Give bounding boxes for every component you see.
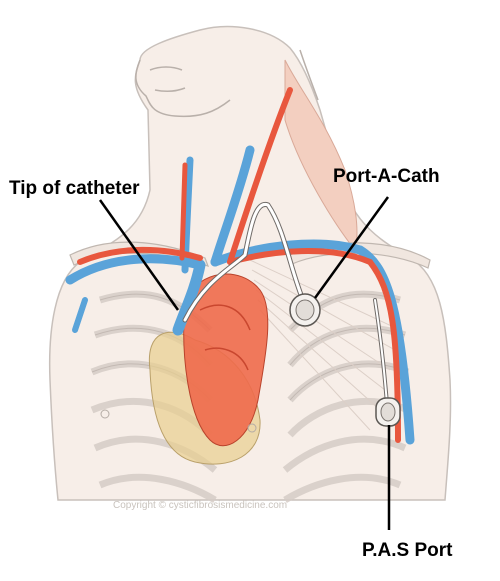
nipples [100, 409, 257, 433]
leader-port-a-cath [313, 196, 390, 299]
pas-port-device [375, 397, 401, 427]
torso-body [48, 25, 452, 501]
neck-muscle [284, 59, 358, 252]
copyright-watermark: Copyright © cysticfibrosismedicine.com [113, 500, 288, 511]
leader-lines [98, 196, 391, 530]
label-pas-port: P.A.S Port [362, 540, 453, 561]
face-outline [135, 49, 319, 118]
heart [183, 273, 269, 447]
leader-tip-of-catheter [98, 199, 180, 311]
label-tip-of-catheter: Tip of catheter [9, 178, 140, 199]
port-a-cath-device [289, 293, 321, 327]
veins [65, 145, 415, 445]
label-port-a-cath: Port-A-Cath [333, 166, 440, 187]
pectoral-muscle [249, 259, 401, 431]
